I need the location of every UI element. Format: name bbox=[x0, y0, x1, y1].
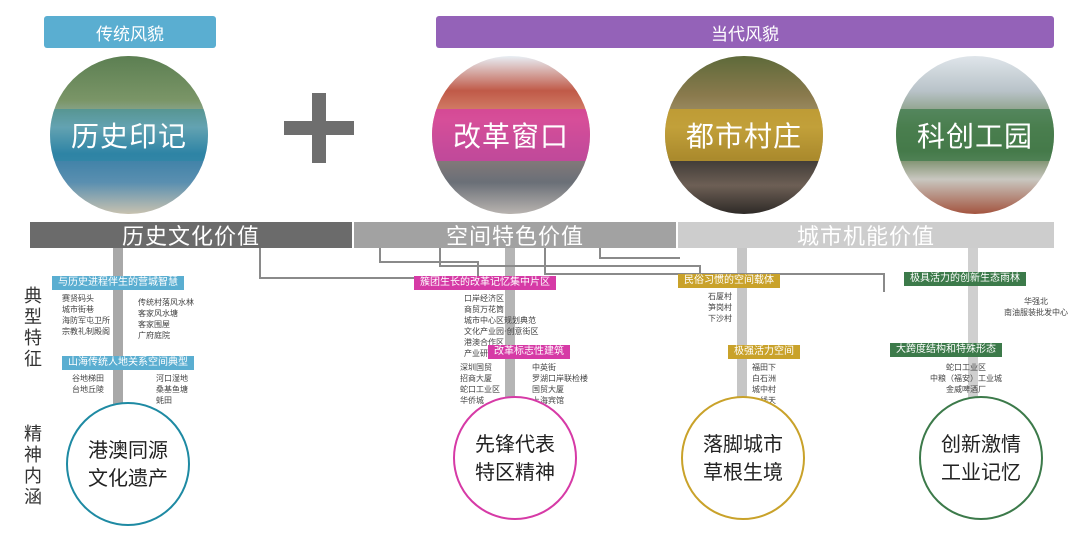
list-item: 台地丘陵 bbox=[72, 385, 104, 394]
plus-icon-vertical bbox=[312, 93, 326, 163]
connector-space-reform bbox=[379, 248, 479, 278]
reform-circle-label: 改革窗口 bbox=[432, 109, 590, 161]
list-item: 中英街 bbox=[532, 363, 556, 372]
tech-trunk bbox=[968, 248, 978, 398]
list-item: 广府庭院 bbox=[138, 331, 170, 340]
history-value-bar: 历史文化价值 bbox=[30, 222, 352, 250]
list-item: 港澳合作区 bbox=[464, 338, 504, 347]
history-photo bbox=[50, 56, 208, 214]
list-innovation: 华强北 南油服装批发中心 bbox=[1004, 296, 1068, 318]
connector-city-space bbox=[599, 248, 680, 259]
spirit-circle-pioneer: 先锋代表 特区精神 bbox=[453, 396, 577, 520]
list-mountain-a: 谷地梯田 台地丘陵 bbox=[72, 373, 104, 395]
tag-innovation-ecology: 极具活力的创新生态雨林 bbox=[904, 272, 1026, 286]
spiritual-connotation-label: 精神内涵 bbox=[24, 424, 42, 508]
tag-history-wisdom: 与历史进程伴生的营城智慧 bbox=[52, 276, 184, 290]
tech-circle: 科创工园 bbox=[896, 56, 1054, 214]
list-mountain-b: 河口湿地 桑基鱼塘 蚝田 bbox=[156, 373, 188, 406]
space-value-bar: 空间特色价值 bbox=[354, 222, 676, 250]
reform-trunk bbox=[505, 248, 515, 420]
list-item: 罗湖口岸联检楼 bbox=[532, 374, 588, 383]
list-history-a: 赛贤码头 城市街巷 海防军屯卫所 宗教礼制殿阁 bbox=[62, 293, 126, 337]
list-item: 中粮（福安）工业城 bbox=[930, 374, 1002, 383]
list-item: 上海宾馆 bbox=[532, 396, 564, 405]
list-item: 海防军屯卫所 bbox=[62, 316, 110, 325]
connector-group bbox=[259, 248, 885, 292]
contemporary-header: 当代风貌 bbox=[436, 16, 1054, 48]
history-circle: 历史印记 bbox=[50, 56, 208, 214]
list-item: 河口湿地 bbox=[156, 374, 188, 383]
tag-large-span: 大跨度结构和特殊形态 bbox=[890, 343, 1002, 357]
village-circle-label: 都市村庄 bbox=[665, 109, 823, 161]
list-item: 南油服装批发中心 bbox=[1004, 308, 1068, 317]
tag-reform-building: 改革标志性建筑 bbox=[488, 345, 570, 359]
list-reform-building-b: 中英街 罗湖口岸联检楼 国贸大厦 上海宾馆 bbox=[532, 362, 588, 406]
spirit-line: 特区精神 bbox=[475, 460, 555, 484]
list-history-b: 传统村落风水林 客家风水塘 客家围屋 广府庭院 bbox=[138, 297, 194, 341]
list-item: 华侨城 bbox=[460, 396, 484, 405]
list-item: 客家围屋 bbox=[138, 320, 170, 329]
list-item: 下沙村 bbox=[708, 314, 732, 323]
list-folk: 石厦村 笋岗村 下沙村 bbox=[708, 291, 732, 324]
list-item: 国贸大厦 bbox=[532, 385, 564, 394]
spirit-line: 先锋代表 bbox=[475, 432, 555, 456]
tag-folk-custom: 民俗习惯的空间载体 bbox=[678, 274, 780, 288]
list-item: 金威啤酒厂 bbox=[946, 385, 986, 394]
city-value-bar: 城市机能价值 bbox=[678, 222, 1054, 250]
list-item: 笋岗村 bbox=[708, 303, 732, 312]
tech-circle-label: 科创工园 bbox=[896, 109, 1054, 161]
list-item: 华强北 bbox=[1024, 297, 1048, 306]
spirit-circle-heritage: 港澳同源 文化遗产 bbox=[66, 402, 190, 526]
village-circle: 都市村庄 bbox=[665, 56, 823, 214]
list-item: 福田下 bbox=[752, 363, 776, 372]
list-item: 蛇口工业区 bbox=[946, 363, 986, 372]
list-reform-building-a: 深圳国贸 招商大厦 蛇口工业区 华侨城 bbox=[460, 362, 500, 406]
connector-history-reform bbox=[259, 248, 428, 279]
tag-vitality-space: 极强活力空间 bbox=[728, 345, 800, 359]
tag-mountain-sea: 山海传统人地关系空间典型 bbox=[62, 356, 194, 370]
list-large-span: 蛇口工业区 中粮（福安）工业城 金威啤酒厂 bbox=[930, 362, 1002, 395]
list-item: 赛贤码头 bbox=[62, 294, 94, 303]
spirit-circle-grassroots: 落脚城市 草根生境 bbox=[681, 396, 805, 520]
spirit-line: 草根生境 bbox=[703, 460, 783, 484]
spirit-line: 文化遗产 bbox=[88, 466, 168, 490]
village-trunk bbox=[737, 248, 747, 398]
tag-reform-memory: 簇团生长的改革记忆集中片区 bbox=[414, 276, 556, 290]
typical-features-label: 典型特征 bbox=[24, 286, 42, 370]
traditional-header: 传统风貌 bbox=[44, 16, 216, 48]
list-item: 城市街巷 bbox=[62, 305, 94, 314]
history-trunk bbox=[113, 248, 123, 424]
spirit-line: 工业记忆 bbox=[941, 460, 1021, 484]
list-item: 城中村 bbox=[752, 385, 776, 394]
list-item: 宗教礼制殿阁 bbox=[62, 327, 110, 336]
spirit-line: 创新激情 bbox=[941, 432, 1021, 456]
list-item: 客家风水塘 bbox=[138, 309, 178, 318]
history-circle-label: 历史印记 bbox=[50, 109, 208, 161]
list-item: 桑基鱼塘 bbox=[156, 385, 188, 394]
list-item: 白石洲 bbox=[752, 374, 776, 383]
list-item: 蚝田 bbox=[156, 396, 172, 405]
connector-space-village bbox=[439, 248, 701, 278]
list-item: 传统村落风水林 bbox=[138, 298, 194, 307]
list-item: 口岸经济区 bbox=[464, 294, 504, 303]
list-item: 招商大厦 bbox=[460, 374, 492, 383]
list-item: 文化产业园·创意街区 bbox=[464, 327, 539, 336]
list-item: 深圳国贸 bbox=[460, 363, 492, 372]
list-item: 石厦村 bbox=[708, 292, 732, 301]
spirit-line: 落脚城市 bbox=[703, 432, 783, 456]
reform-circle: 改革窗口 bbox=[432, 56, 590, 214]
spirit-circle-industrial: 创新激情 工业记忆 bbox=[919, 396, 1043, 520]
list-item: 谷地梯田 bbox=[72, 374, 104, 383]
spirit-line: 港澳同源 bbox=[88, 438, 168, 462]
list-item: 商贸万花筒 bbox=[464, 305, 504, 314]
list-item: 蛇口工业区 bbox=[460, 385, 500, 394]
list-item: 城市中心区规划典范 bbox=[464, 316, 536, 325]
